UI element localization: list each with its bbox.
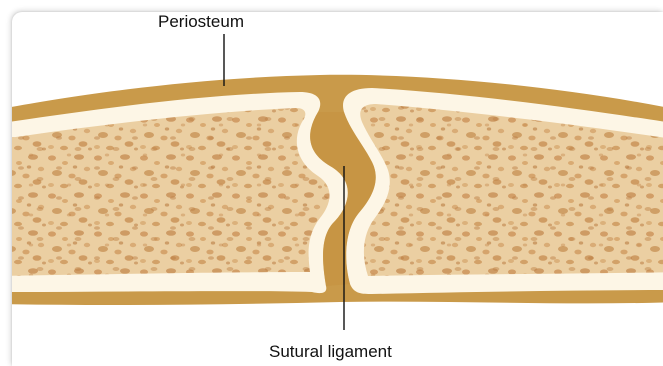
periosteum-label: Periosteum <box>158 13 244 30</box>
sutural-ligament-label: Sutural ligament <box>269 343 392 360</box>
